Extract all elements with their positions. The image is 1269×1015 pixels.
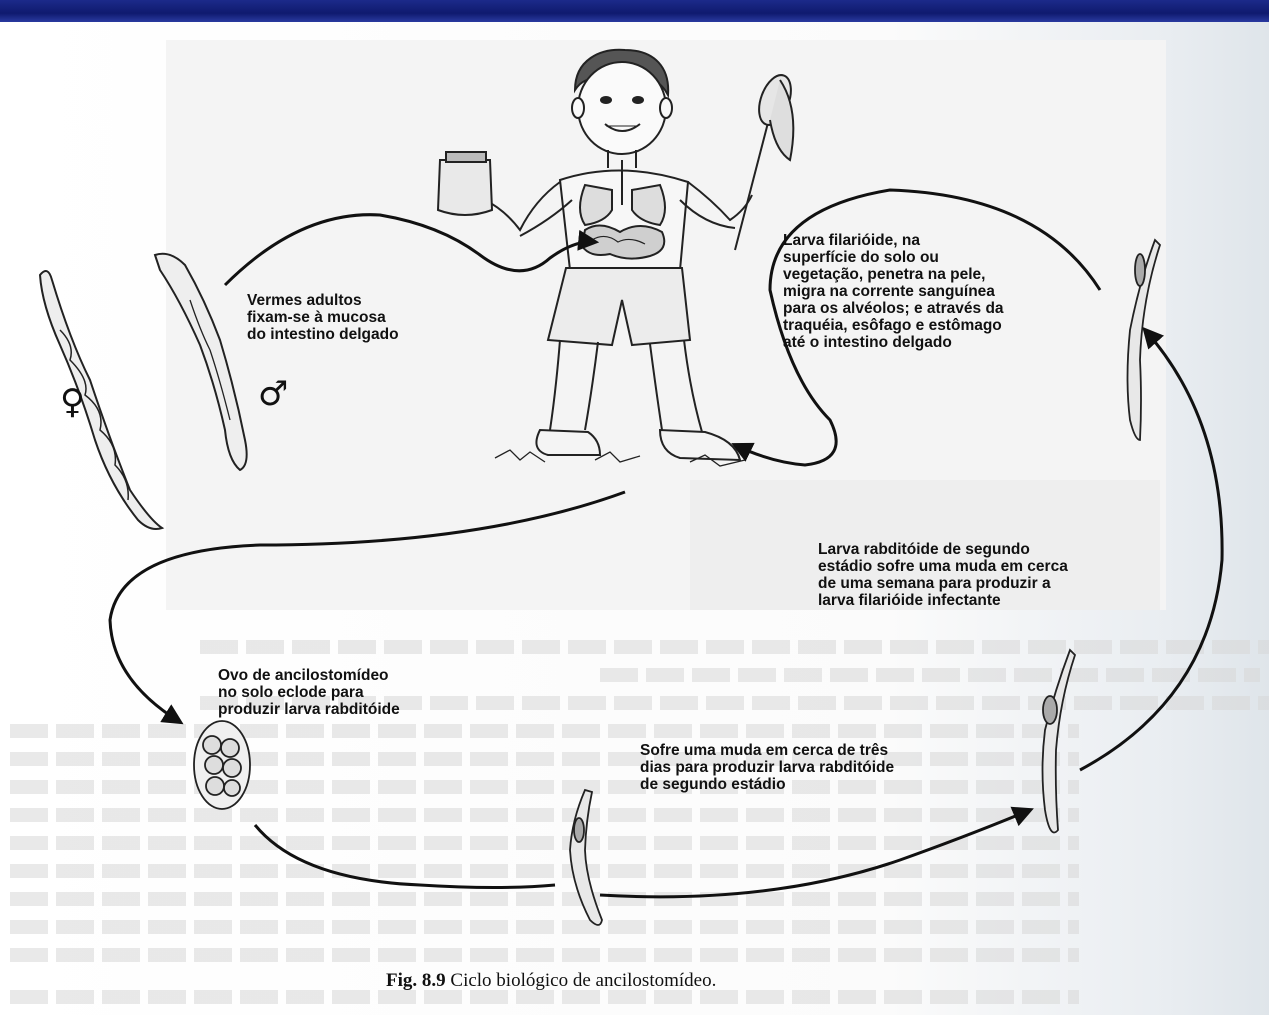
figure-title: Ciclo biológico de ancilostomídeo. <box>450 970 716 991</box>
boy-illustration <box>438 50 797 466</box>
male-worm-illustration <box>155 254 247 470</box>
figure-number: Fig. 8.9 <box>386 970 446 991</box>
egg-illustration <box>194 721 250 809</box>
male-symbol: ♂ <box>258 374 288 414</box>
arrow-second-stage-to-filariform <box>1080 330 1222 770</box>
label-egg: Ovo de ancilostomídeo no solo eclode par… <box>218 667 400 718</box>
female-symbol: ♀ <box>60 382 85 422</box>
arrow-egg-to-first-larva <box>255 825 555 888</box>
label-first-molt: Sofre uma muda em cerca de três dias par… <box>640 742 894 793</box>
arrow-larva-to-second-stage <box>600 810 1030 897</box>
label-adult-worms: Vermes adultos fixam-se à mucosa do inte… <box>247 292 399 343</box>
figure-caption: Fig. 8.9 Ciclo biológico de ancilostomíd… <box>386 970 716 992</box>
label-rhabditoid-second-stage: Larva rabditóide de segundo estádio sofr… <box>818 541 1068 609</box>
rhabditoid-larva-second-stage-illustration <box>1043 650 1076 833</box>
rhabditoid-larva-first-stage-illustration <box>570 790 602 925</box>
label-filariform-larva: Larva filarióide, na superfície do solo … <box>783 232 1004 351</box>
female-worm-illustration <box>40 271 162 529</box>
